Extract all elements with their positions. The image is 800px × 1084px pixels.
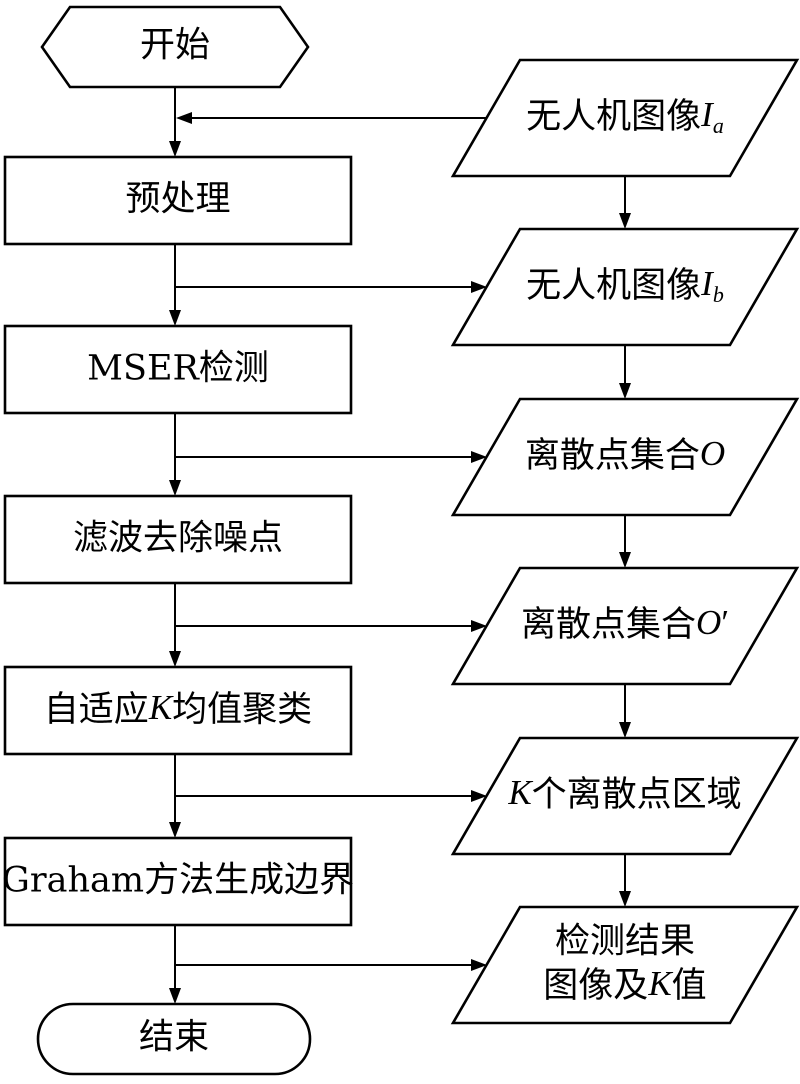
arrowhead-end xyxy=(169,988,181,1004)
arrowhead-k-regions xyxy=(619,722,631,738)
process-step-filter-label: 滤波去除噪点 xyxy=(73,519,283,559)
kmeans-label-var: K xyxy=(148,688,174,727)
end-terminal xyxy=(36,1002,312,1076)
arrowhead-mser xyxy=(169,310,181,326)
end-label: 结束 xyxy=(139,1018,209,1058)
data-item-image-b xyxy=(450,227,800,347)
arrowhead-graham xyxy=(169,822,181,838)
arrowhead-point-set-o xyxy=(619,383,631,399)
data-item-image-a xyxy=(450,58,800,178)
data-item-k-regions-label: K个离散点区域 xyxy=(507,773,741,814)
start-terminal xyxy=(40,5,310,89)
arrowhead-to-k-regions xyxy=(471,790,487,802)
process-step-kmeans xyxy=(3,665,353,756)
data-item-point-set-o-label: 离散点集合O xyxy=(525,434,725,475)
arrowhead-to-result xyxy=(471,959,487,971)
arrowhead-filter xyxy=(169,480,181,496)
arrowhead-to-image-b xyxy=(471,281,487,293)
arrowhead-result xyxy=(619,891,631,907)
process-step-graham xyxy=(3,836,353,927)
arrowhead-to-point-set-o xyxy=(471,451,487,463)
process-step-filter xyxy=(3,494,353,585)
kmeans-label-post: 均值聚类 xyxy=(172,690,312,730)
arrowhead-point-set-o-prime xyxy=(619,552,631,568)
data-item-image-b-label: 无人机图像Ib xyxy=(526,264,724,307)
start-label: 开始 xyxy=(140,26,210,66)
arrowhead-kmeans xyxy=(169,651,181,667)
data-item-detection-result xyxy=(450,905,800,1025)
kmeans-label-pre: 自适应 xyxy=(44,690,149,730)
data-item-point-set-o-prime xyxy=(450,566,800,686)
data-item-detection-result-line1: 检测结果 xyxy=(555,922,695,962)
arrowhead-to-o-prime xyxy=(471,620,487,632)
data-item-image-a-label: 无人机图像Ia xyxy=(526,95,724,138)
process-step-preprocess xyxy=(3,155,353,246)
process-step-graham-label: Graham方法生成边界 xyxy=(2,861,354,901)
data-item-point-set-o xyxy=(450,397,800,517)
data-item-detection-result-line2: 图像及K值 xyxy=(543,964,706,1005)
data-item-k-regions xyxy=(450,736,800,856)
data-item-point-set-o-prime-label: 离散点集合O′ xyxy=(521,603,729,644)
process-step-preprocess-label: 预处理 xyxy=(125,180,230,220)
process-step-mser-label: MSER检测 xyxy=(87,349,269,389)
process-step-mser xyxy=(3,324,353,415)
arrowhead-preprocess xyxy=(169,141,181,157)
arrowhead-left-input xyxy=(176,112,192,124)
arrowhead-image-b xyxy=(619,213,631,229)
process-step-kmeans-label: 自适应K均值聚类 xyxy=(44,688,312,729)
